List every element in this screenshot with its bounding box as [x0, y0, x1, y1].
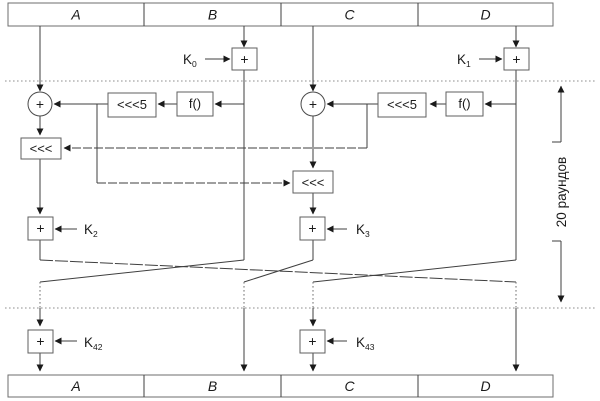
- key-label-k42: K42: [84, 335, 103, 352]
- round-function-box-left: f(): [176, 91, 214, 117]
- signal-lines: [36, 26, 520, 372]
- add-symbol: +: [308, 220, 316, 236]
- bottom-register-d: D: [480, 378, 490, 394]
- xor-symbol: +: [309, 96, 317, 112]
- add-symbol: +: [36, 333, 44, 349]
- xor-node-c: +: [300, 91, 326, 117]
- rotate-label: <<<: [30, 141, 53, 156]
- top-register-d: D: [480, 7, 490, 23]
- top-register-b: B: [208, 7, 217, 23]
- key-label-k43: K43: [356, 335, 375, 352]
- key-label-k1: K1: [457, 52, 471, 69]
- rotate5-label: <<<5: [387, 97, 417, 112]
- round-function-label: f(): [189, 96, 201, 111]
- key-label-k3: K3: [356, 222, 370, 239]
- rounds-bracket: 20 раундов: [552, 85, 569, 303]
- top-row-dividers: [143, 3, 419, 26]
- top-register-row: A B C D: [7, 2, 554, 27]
- variable-rotate-box-c: <<<: [292, 170, 334, 194]
- round-function-label: f(): [458, 96, 470, 111]
- bottom-register-b: B: [208, 378, 217, 394]
- key-addition-k2: + K2: [27, 216, 98, 241]
- add-symbol: +: [308, 333, 316, 349]
- key-addition-k42: + K42: [27, 329, 103, 354]
- rounds-count-label: 20 раундов: [554, 157, 569, 227]
- xor-symbol: +: [36, 96, 44, 112]
- rotate5-box-left: <<<5: [107, 92, 157, 118]
- xor-node-a: +: [27, 91, 53, 117]
- add-symbol: +: [512, 51, 520, 67]
- bottom-row-dividers: [143, 375, 419, 397]
- key-label-k0: K0: [183, 52, 197, 69]
- top-register-a: A: [70, 7, 80, 23]
- rotate5-label: <<<5: [117, 97, 147, 112]
- key-addition-k3: + K3: [299, 216, 370, 241]
- key-addition-k0: + K0: [183, 47, 258, 71]
- bottom-register-a: A: [70, 378, 80, 394]
- bottom-register-c: C: [344, 378, 355, 394]
- key-addition-k1: + K1: [457, 47, 530, 71]
- bottom-register-row: A B C D: [7, 374, 554, 398]
- variable-rotate-box-a: <<<: [20, 137, 62, 160]
- key-label-k2: K2: [84, 222, 98, 239]
- add-symbol: +: [240, 51, 248, 67]
- key-addition-k43: + K43: [299, 329, 375, 354]
- rotate-label: <<<: [302, 175, 325, 190]
- top-register-c: C: [344, 7, 355, 23]
- add-symbol: +: [36, 220, 44, 236]
- rotate5-box-right: <<<5: [377, 92, 427, 118]
- permutation-dotted-stubs: [39, 282, 517, 308]
- round-function-box-right: f(): [445, 91, 484, 117]
